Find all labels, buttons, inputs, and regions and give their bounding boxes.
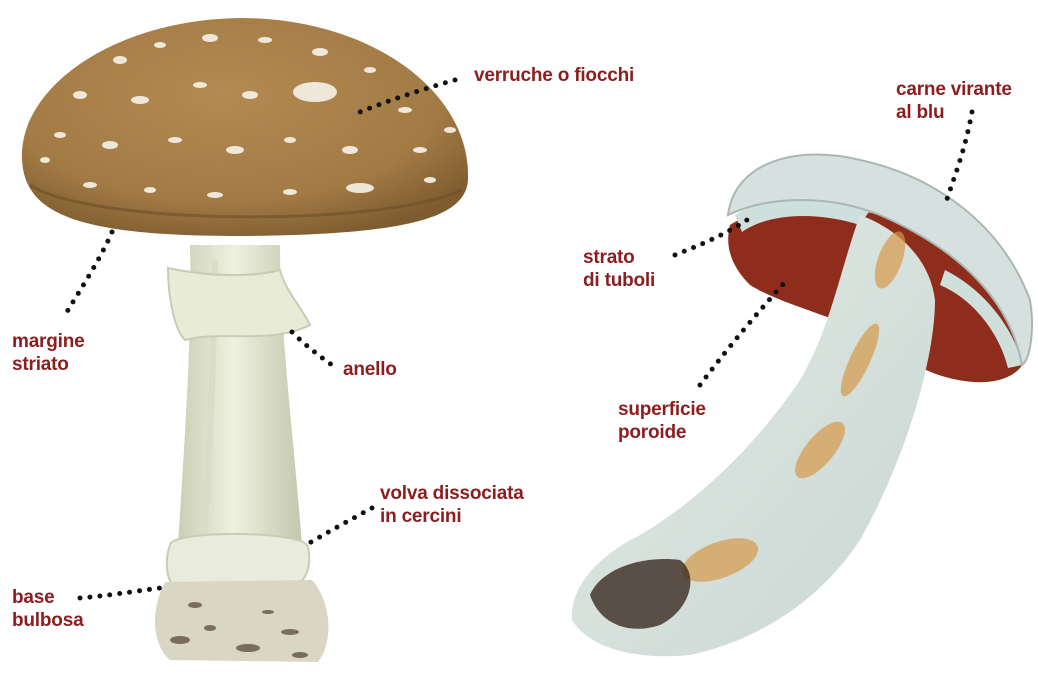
amanita-volva: [167, 534, 309, 584]
label-volva-dissociata: volva dissociata in cercini: [380, 482, 524, 528]
label-line: anello: [343, 358, 397, 381]
label-line: bulbosa: [12, 609, 83, 632]
label-verruche-o-fiocchi: verruche o fiocchi: [474, 64, 634, 87]
label-margine-striato: margine striato: [12, 330, 85, 376]
label-line: carne virante: [896, 78, 1012, 101]
leader-superficie: [700, 282, 785, 385]
label-line: strato: [583, 246, 655, 269]
label-line: margine: [12, 330, 85, 353]
label-line: verruche o fiocchi: [474, 64, 634, 87]
label-anello: anello: [343, 358, 397, 381]
label-line: di tuboli: [583, 269, 655, 292]
leader-base: [80, 588, 160, 598]
label-line: in cercini: [380, 505, 524, 528]
leader-anello: [292, 332, 332, 365]
label-base-bulbosa: base bulbosa: [12, 586, 83, 632]
label-line: volva dissociata: [380, 482, 524, 505]
amanita-mushroom: [22, 18, 468, 662]
label-superficie-poroide: superficie poroide: [618, 398, 706, 444]
label-line: poroide: [618, 421, 706, 444]
leader-carne: [945, 112, 972, 205]
label-strato-di-tuboli: strato di tuboli: [583, 246, 655, 292]
label-line: base: [12, 586, 83, 609]
label-line: superficie: [618, 398, 706, 421]
amanita-ring: [168, 268, 310, 340]
label-line: striato: [12, 353, 85, 376]
leader-margine: [65, 232, 112, 315]
leader-volva: [306, 508, 372, 545]
label-line: al blu: [896, 101, 1012, 124]
label-carne-virante: carne virante al blu: [896, 78, 1012, 124]
